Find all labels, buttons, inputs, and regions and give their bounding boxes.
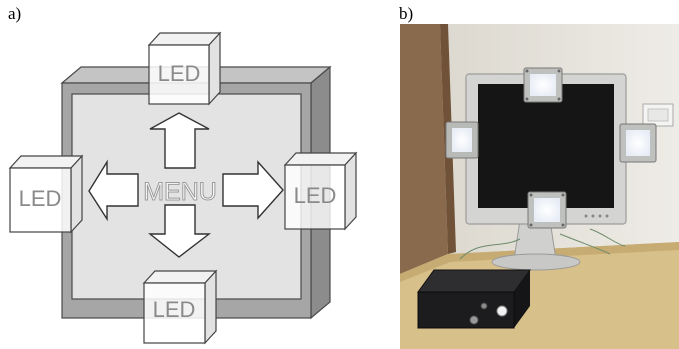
led-cube-top: LED xyxy=(147,31,222,106)
led-label-bottom: LED xyxy=(153,297,196,322)
control-box-connector xyxy=(469,315,479,325)
led-module-bottom xyxy=(527,191,567,229)
led-cube-bottom: LED xyxy=(142,269,218,345)
led-label-top: LED xyxy=(158,61,201,86)
setup-photo xyxy=(400,24,679,349)
led-label-right: LED xyxy=(294,183,337,208)
arrow-right xyxy=(222,160,284,220)
arrow-left xyxy=(88,159,139,222)
control-box xyxy=(417,269,531,329)
arrow-up xyxy=(149,112,210,169)
cables xyxy=(459,228,626,260)
led-cube-right: LED xyxy=(283,151,358,231)
monitor-screen xyxy=(478,84,614,208)
panel-label-a: a) xyxy=(8,4,22,23)
menu-label: MENU xyxy=(143,178,217,206)
led-module-left xyxy=(445,121,479,159)
led-module-right xyxy=(619,123,657,163)
arrow-down xyxy=(147,204,212,258)
panel-label-b: b) xyxy=(399,4,414,23)
led-module-top xyxy=(523,67,563,103)
led-menu-diagram: MENU LED LED LED LED xyxy=(8,31,358,345)
led-cube-left: LED xyxy=(8,154,84,234)
led-label-left: LED xyxy=(19,186,62,211)
wooden-cabinet xyxy=(400,24,448,274)
control-box-button xyxy=(496,305,508,317)
